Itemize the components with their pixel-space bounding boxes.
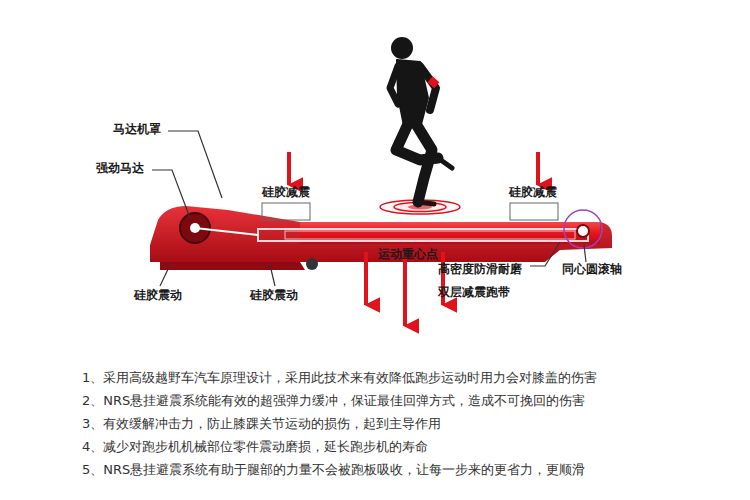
part-label: 马达机罩 [113,122,161,138]
treadmill-frame [150,206,612,262]
roller [577,225,589,237]
shock-bracket [510,203,558,220]
feature-text: 3、有效缓解冲击力，防止膝踝关节运动的损伤，起到主导作用 [82,416,441,433]
feature-text: 5、NRS悬挂避震系统有助于腿部的力量不会被跑板吸收，让每一步来的更省力，更顺滑 [82,462,585,479]
base-lower [160,262,305,270]
feature-text: 4、减少对跑步机机械部位零件震动磨损，延长跑步机的寿命 [82,439,428,456]
drive-belt [195,228,258,235]
feature-text: 1、采用高级越野车汽车原理设计，采用此技术来有效降低跑步运动时用力会对膝盖的伤害 [82,370,597,387]
belt-outline [258,229,588,241]
part-label: 高密度防滑耐磨 双层减震跑带 [438,258,532,304]
belt-inner [285,231,575,239]
roller-highlight [564,210,602,248]
part-label: 硅胶震动 [250,288,298,304]
foot [306,258,318,270]
part-label: 硅胶减震 [509,185,557,201]
shock-bracket [262,203,310,220]
runner-figure [390,37,452,204]
part-label: 运动重心点 [378,247,438,263]
part-label: 硅胶震动 [134,288,182,304]
part-label: 硅胶减震 [262,185,310,201]
feature-text: 2、NRS悬挂避震系统能有效的超强弹力缓冲，保证最佳回弹方式，造成不可挽回的伤害 [82,393,585,410]
part-label: 同心圆滚轴 [562,262,622,278]
force-arrows [289,152,538,326]
part-label: 强劲马达 [96,161,144,177]
